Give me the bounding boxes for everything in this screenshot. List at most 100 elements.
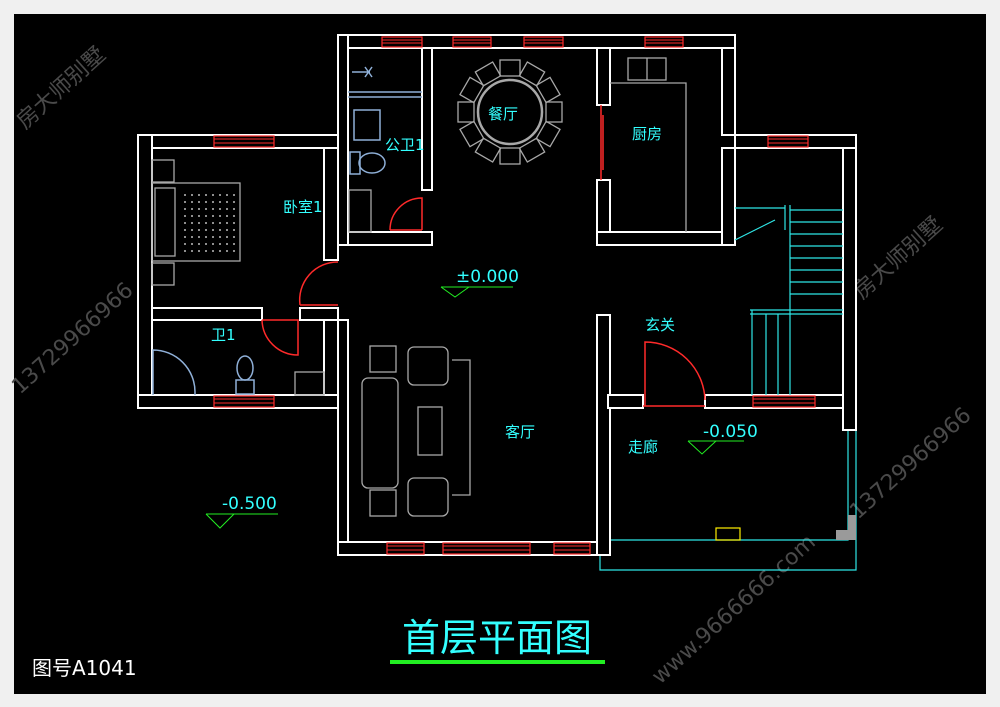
bed-pattern-dot bbox=[219, 215, 221, 217]
bed-pattern-dot bbox=[198, 229, 200, 231]
bed-pattern-dot bbox=[198, 208, 200, 210]
bed-pattern-dot bbox=[198, 250, 200, 252]
bed-pattern-dot bbox=[212, 236, 214, 238]
label-public-bath: 公卫1 bbox=[385, 136, 425, 154]
door-bath bbox=[261, 319, 299, 356]
window bbox=[213, 395, 275, 408]
side-table bbox=[369, 489, 397, 517]
dining-chair bbox=[535, 76, 561, 104]
bed-pattern-dot bbox=[219, 229, 221, 231]
bed-pattern-dot bbox=[198, 215, 200, 217]
window bbox=[442, 542, 531, 555]
bed-pattern-dot bbox=[233, 250, 235, 252]
public-bath-fixtures bbox=[348, 66, 422, 233]
title-underline bbox=[390, 660, 605, 664]
room-labels: 餐厅 厨房 公卫1 卧室1 卫1 玄关 客厅 走廊 bbox=[211, 105, 675, 456]
bed-pattern-dot bbox=[226, 250, 228, 252]
dining-chair bbox=[459, 120, 485, 148]
bed-pattern-dot bbox=[191, 208, 193, 210]
bed-pattern-dot bbox=[191, 215, 193, 217]
label-dining: 餐厅 bbox=[488, 105, 518, 123]
bed-pattern-dot bbox=[198, 222, 200, 224]
bed-pattern-dot bbox=[226, 243, 228, 245]
bedroom-furniture bbox=[151, 159, 241, 286]
bed-pattern-dot bbox=[184, 236, 186, 238]
bed-pattern-dot bbox=[219, 208, 221, 210]
window bbox=[381, 36, 423, 48]
coffee-table bbox=[417, 406, 443, 456]
column-marker bbox=[715, 527, 741, 541]
bed-pattern-dot bbox=[184, 194, 186, 196]
bed-pattern-dot bbox=[212, 201, 214, 203]
label-bedroom: 卧室1 bbox=[283, 198, 323, 216]
bed-pattern-dot bbox=[212, 208, 214, 210]
bed-pattern-dot bbox=[233, 194, 235, 196]
column-corner bbox=[836, 515, 856, 540]
elevation-corridor: -0.050 bbox=[703, 422, 758, 442]
bed-pattern-dot bbox=[198, 243, 200, 245]
bed-pattern-dot bbox=[233, 215, 235, 217]
bed-pattern-dot bbox=[184, 215, 186, 217]
bed-pattern-dot bbox=[198, 236, 200, 238]
drawing-title: 首层平面图 bbox=[402, 616, 592, 660]
bed-pattern-dot bbox=[191, 236, 193, 238]
nightstand bbox=[151, 159, 175, 183]
door-public-bath bbox=[389, 197, 423, 231]
window bbox=[752, 395, 816, 408]
bed-pattern-dot bbox=[191, 250, 193, 252]
drawing-number: 图号A1041 bbox=[32, 656, 137, 680]
bed-pattern-dot bbox=[191, 194, 193, 196]
dining-chair bbox=[545, 101, 563, 123]
sofa bbox=[361, 377, 399, 489]
elevation-outside: -0.500 bbox=[222, 494, 277, 514]
bed-pattern-dot bbox=[226, 215, 228, 217]
bed-pattern-dot bbox=[226, 201, 228, 203]
window bbox=[644, 36, 684, 48]
bed-pattern-dot bbox=[205, 222, 207, 224]
bed-pattern-dot bbox=[191, 229, 193, 231]
bed-pattern-dot bbox=[226, 222, 228, 224]
staircase bbox=[734, 205, 843, 395]
armchair bbox=[407, 346, 449, 386]
side-table bbox=[369, 345, 397, 373]
dining-chair bbox=[459, 76, 485, 104]
label-living: 客厅 bbox=[505, 423, 535, 441]
living-room-furniture bbox=[361, 345, 471, 517]
bed-pattern-dot bbox=[184, 222, 186, 224]
door-entry bbox=[643, 341, 706, 407]
bed-pattern-dot bbox=[212, 250, 214, 252]
bed-pattern-dot bbox=[191, 243, 193, 245]
cabinet bbox=[294, 371, 325, 396]
bed-pattern-dot bbox=[233, 201, 235, 203]
bed-pattern-dot bbox=[205, 215, 207, 217]
bed-pattern-dot bbox=[212, 229, 214, 231]
rug-edge bbox=[452, 359, 471, 496]
label-entry: 玄关 bbox=[645, 316, 675, 334]
armchair bbox=[407, 477, 449, 517]
bed-pattern-dot bbox=[226, 229, 228, 231]
kitchen-fixtures bbox=[610, 57, 687, 232]
bed-pattern-dot bbox=[205, 229, 207, 231]
drawing-background bbox=[14, 14, 986, 694]
window bbox=[767, 135, 809, 148]
bed-pattern-dot bbox=[198, 201, 200, 203]
dining-chair bbox=[457, 101, 475, 123]
bed-pattern-dot bbox=[212, 222, 214, 224]
window bbox=[523, 36, 564, 48]
dining-chair bbox=[535, 120, 561, 148]
bed-pattern-dot bbox=[233, 243, 235, 245]
bed-pattern-dot bbox=[219, 236, 221, 238]
bed-pattern-dot bbox=[226, 236, 228, 238]
bed-pattern-dot bbox=[205, 243, 207, 245]
bed-pattern-dot bbox=[233, 236, 235, 238]
bed-pattern-dot bbox=[205, 194, 207, 196]
dining-chair bbox=[518, 61, 546, 87]
bed-pattern-dot bbox=[219, 243, 221, 245]
dining-chair bbox=[499, 59, 521, 77]
bed-pattern-dot bbox=[191, 222, 193, 224]
bed-pattern-dot bbox=[233, 229, 235, 231]
dining-chair bbox=[474, 137, 502, 163]
bed-pattern-dot bbox=[226, 194, 228, 196]
dining-chair bbox=[474, 61, 502, 87]
